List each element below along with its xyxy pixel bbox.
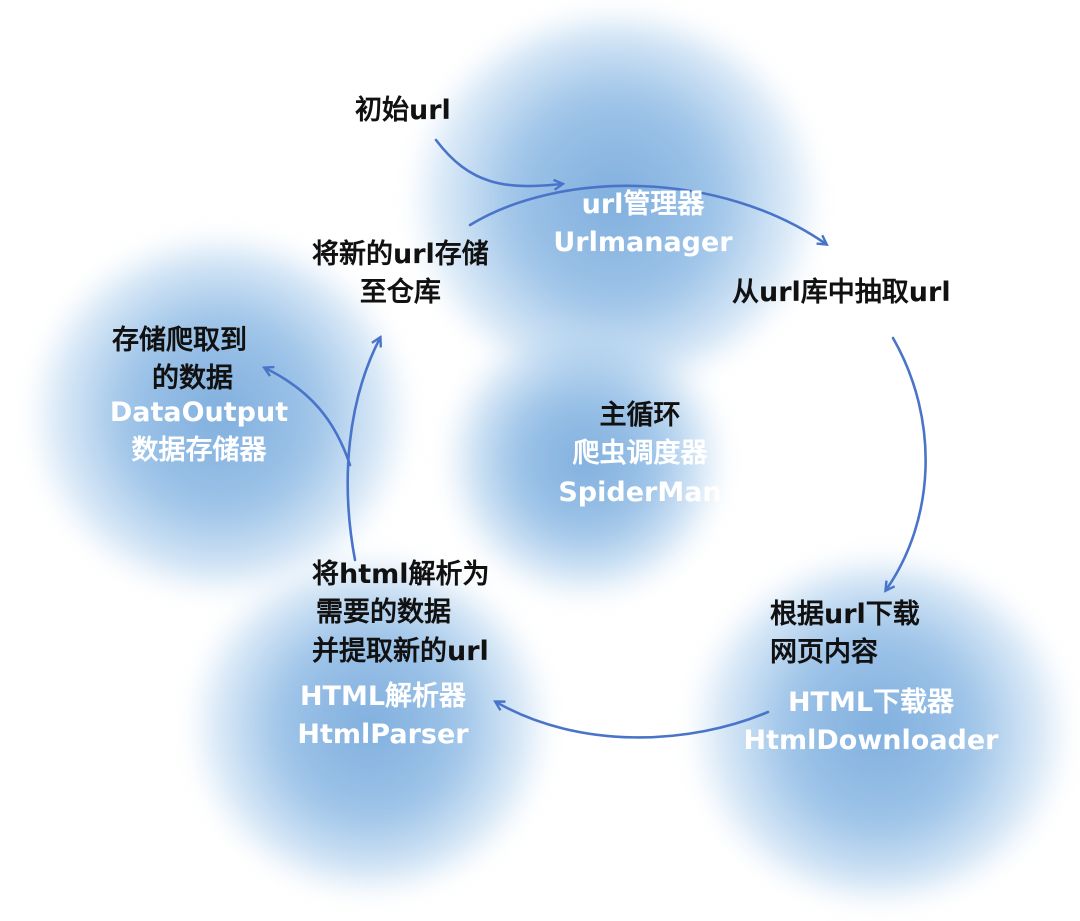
arrow-fetch-to-download	[886, 336, 927, 590]
module-url-manager-cn: url管理器	[581, 189, 705, 220]
step-store-new-url-line1: 将新的url存储	[312, 239, 489, 270]
arrow-parse-to-store-data	[265, 368, 352, 467]
step-store-new-url: 将新的url存储 至仓库	[312, 236, 489, 313]
module-data-output-en: DataOutput	[109, 397, 289, 428]
module-scheduler-cn2: 爬虫调度器	[572, 438, 708, 470]
html-parser-circle	[200, 565, 540, 885]
step-store-data-line1: 存储爬取到	[112, 325, 247, 356]
module-data-output-cn: 数据存储器	[131, 435, 267, 467]
url-manager-circle	[420, 20, 810, 380]
scheduler-circle	[455, 330, 715, 590]
step-parse-line3: 并提取新的url	[312, 635, 489, 667]
step-initial-url: 初始url	[355, 92, 451, 130]
module-url-manager-en: Urlmanager	[553, 227, 733, 259]
html-downloader-circle	[700, 565, 1060, 895]
arrow-download-to-parse	[496, 702, 770, 739]
module-url-manager: url管理器 Urlmanager	[548, 186, 738, 263]
step-store-new-url-line2: 至仓库	[359, 277, 441, 309]
step-initial-url-text: 初始url	[355, 95, 451, 126]
data-output-circle	[40, 245, 400, 585]
step-parse-line1: 将html解析为	[312, 559, 490, 590]
module-html-parser: HTML解析器 HtmlParser	[283, 678, 483, 755]
module-html-downloader: HTML下载器 HtmlDownloader	[740, 684, 1002, 761]
step-parse: 将html解析为 需要的数据 并提取新的url	[312, 556, 490, 671]
module-scheduler: 主循环 爬虫调度器 SpiderMan	[545, 397, 735, 512]
step-download-line1: 根据url下载	[770, 599, 920, 630]
module-scheduler-en: SpiderMan	[558, 476, 722, 508]
step-parse-line2: 需要的数据	[316, 597, 451, 629]
step-download-line2: 网页内容	[770, 637, 878, 669]
step-store-data-line2: 的数据	[152, 363, 233, 395]
arrow-store-to-fetch	[468, 184, 826, 244]
module-html-downloader-cn: HTML下载器	[787, 687, 955, 718]
arrow-parse-to-store-url	[346, 338, 380, 562]
step-download: 根据url下载 网页内容	[770, 596, 920, 673]
step-store-data: 存储爬取到 的数据	[112, 322, 247, 399]
module-html-downloader-en: HtmlDownloader	[743, 725, 999, 757]
arrow-initial-to-manager	[434, 138, 562, 186]
module-html-parser-cn: HTML解析器	[299, 681, 467, 712]
step-fetch-url-text: 从url库中抽取url	[732, 277, 951, 308]
module-data-output: DataOutput 数据存储器	[104, 394, 294, 471]
step-fetch-url: 从url库中抽取url	[732, 274, 951, 312]
module-html-parser-en: HtmlParser	[297, 719, 469, 751]
module-scheduler-cn: 主循环	[599, 400, 681, 431]
